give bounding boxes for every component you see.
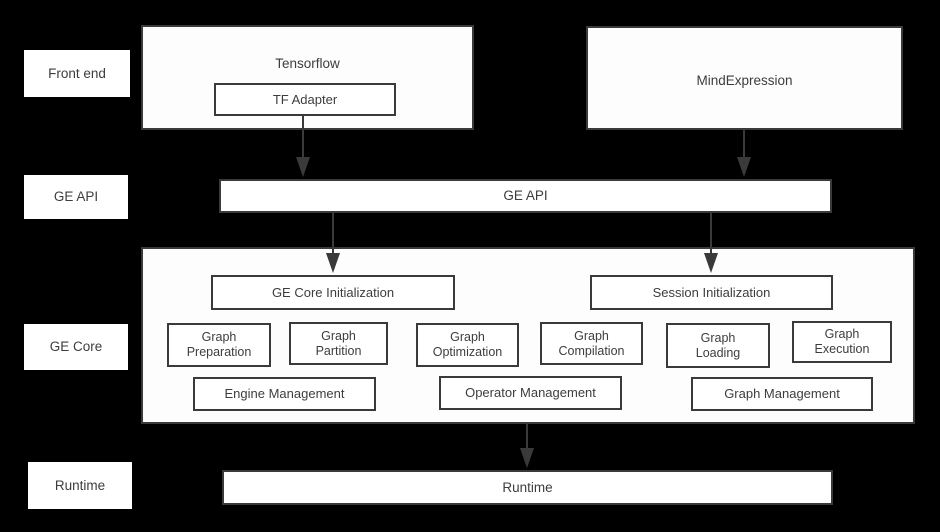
stage-label-runtime: Runtime: [28, 462, 132, 509]
ge-api-bar[interactable]: GE API: [219, 179, 832, 213]
stage-label-ge-core: GE Core: [24, 324, 128, 370]
graph-loading-box[interactable]: Graph Loading: [666, 323, 770, 368]
graph-preparation-box[interactable]: Graph Preparation: [167, 323, 271, 367]
tf-adapter-box[interactable]: TF Adapter: [214, 83, 396, 116]
graph-partition-box[interactable]: Graph Partition: [289, 322, 388, 365]
engine-management-box[interactable]: Engine Management: [193, 377, 376, 411]
graph-management-box[interactable]: Graph Management: [691, 377, 873, 411]
runtime-bar[interactable]: Runtime: [222, 470, 833, 505]
mindexpression-container: MindExpression: [586, 26, 903, 130]
tensorflow-title: Tensorflow: [275, 56, 340, 71]
operator-management-box[interactable]: Operator Management: [439, 376, 622, 410]
graph-optimization-box[interactable]: Graph Optimization: [416, 323, 519, 367]
session-initialization-box[interactable]: Session Initialization: [590, 275, 833, 310]
ge-core-initialization-box[interactable]: GE Core Initialization: [211, 275, 455, 310]
mindexpression-title: MindExpression: [696, 73, 793, 88]
ge-core-container: GE Core Initialization Session Initializ…: [141, 247, 915, 424]
connector-mindexpression-to-ge-api: [737, 130, 751, 177]
stage-label-front-end: Front end: [24, 50, 130, 97]
stage-label-ge-api: GE API: [24, 175, 128, 219]
tensorflow-container: Tensorflow TF Adapter: [141, 25, 474, 130]
graph-execution-box[interactable]: Graph Execution: [792, 321, 892, 363]
connector-ge-core-to-runtime: [520, 424, 534, 468]
graph-compilation-box[interactable]: Graph Compilation: [540, 322, 643, 365]
